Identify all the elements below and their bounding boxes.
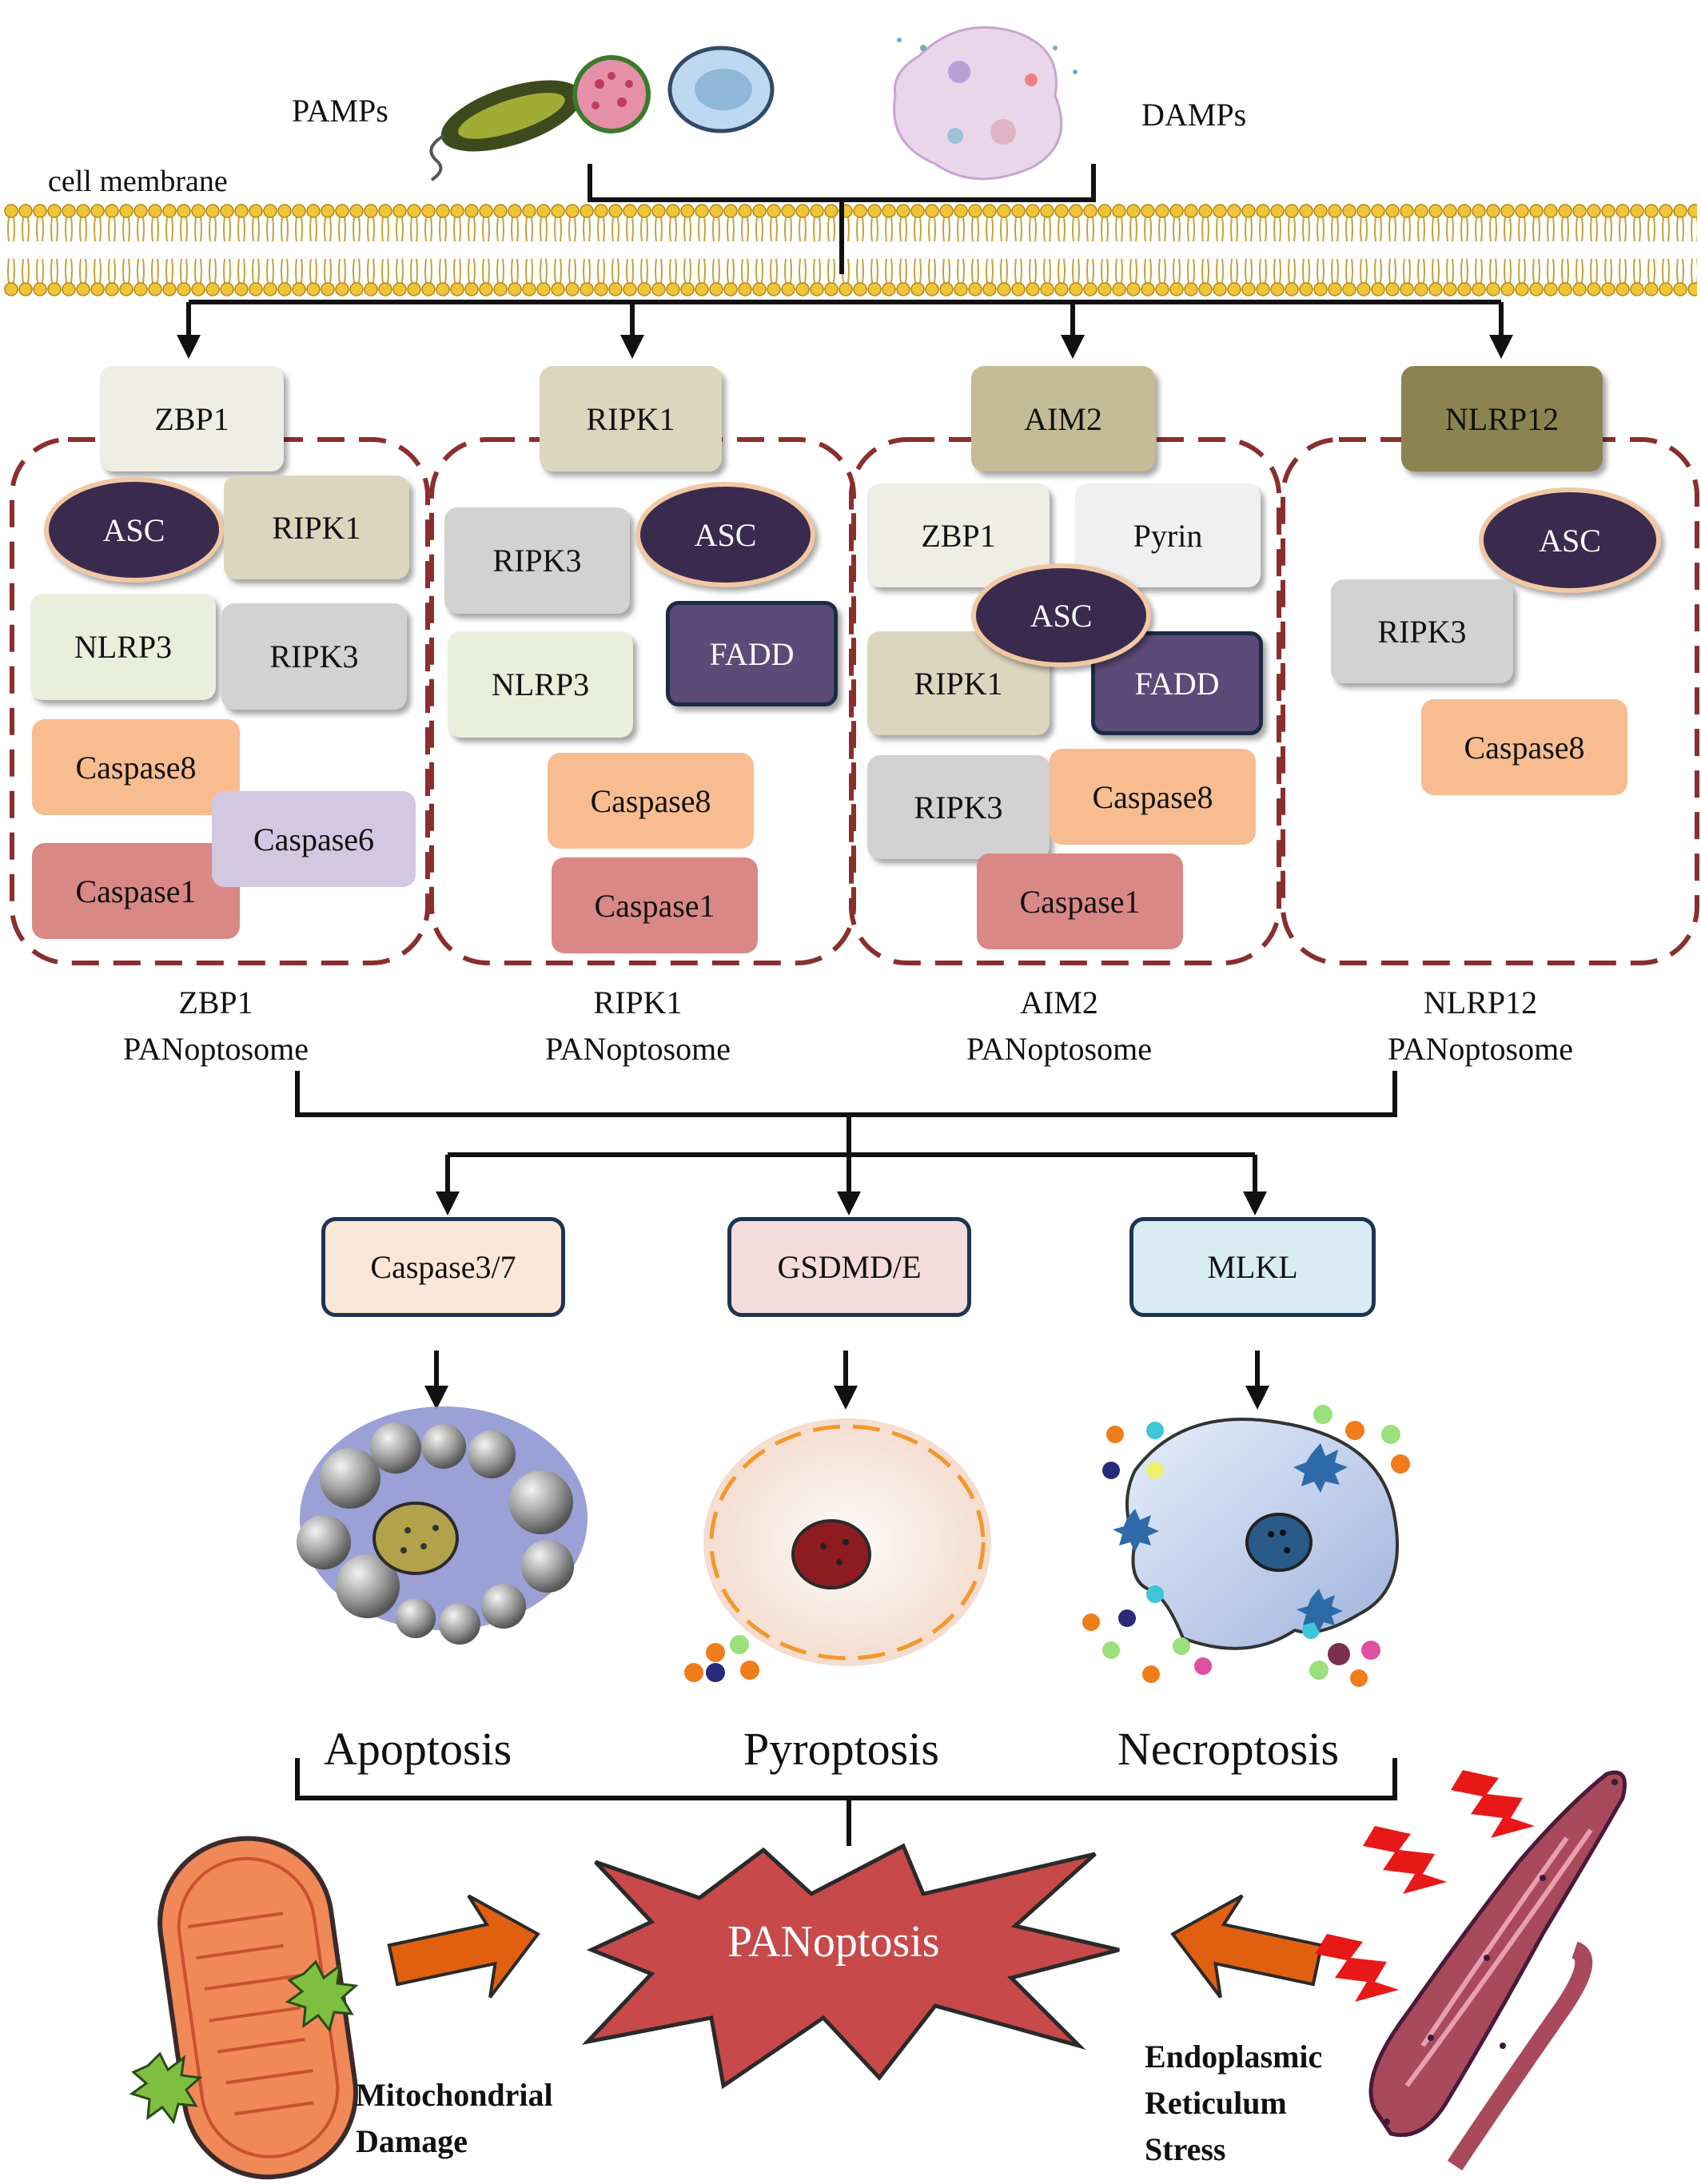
ripk1-sensor: RIPK1 <box>540 366 722 471</box>
fadd-node: FADD <box>666 601 838 706</box>
apoptotic-cell-illustration <box>297 1406 588 1645</box>
zbp1-panoptosome-caption: ZBP1 PANoptosome <box>56 980 376 1072</box>
caption-line-1: ZBP1 <box>178 985 253 1020</box>
asc-node: ASC <box>44 477 224 583</box>
caption-line-2: PANoptosome <box>123 1031 309 1067</box>
ripk3-node: RIPK3 <box>867 755 1050 859</box>
caspase8-node: Caspase8 <box>1050 749 1256 845</box>
mitochondria-arrow <box>387 1894 540 1999</box>
nlrp3-node: NLRP3 <box>30 594 216 700</box>
label-line: Mitochondrial <box>356 2077 553 2113</box>
fungus-cell-icon <box>667 46 775 133</box>
er-illustration <box>1315 1770 1627 2171</box>
cell-membrane-label: cell membrane <box>48 165 228 198</box>
pyroptotic-cell-illustration <box>684 1418 991 1682</box>
lightning-icon <box>1451 1770 1535 1838</box>
lightning-icon <box>1363 1826 1447 1894</box>
caspase1-node: Caspase1 <box>977 853 1183 949</box>
caption-line-1: AIM2 <box>1020 985 1098 1020</box>
asc-node: ASC <box>971 563 1151 667</box>
caption-line-2: PANoptosome <box>1388 1031 1573 1067</box>
nlrp12-sensor: NLRP12 <box>1401 366 1603 471</box>
label-line: Damage <box>356 2123 468 2159</box>
apoptosis-label: Apoptosis <box>324 1723 512 1775</box>
lightning-icon <box>1315 1934 1399 2002</box>
necroptotic-cell-illustration <box>1082 1405 1410 1687</box>
panoptosis-star <box>581 1843 1120 2090</box>
asc-node: ASC <box>1479 487 1661 593</box>
gsdmd-e-box: GSDMD/E <box>727 1217 971 1317</box>
bacterium-icon <box>429 80 583 181</box>
pyroptosis-label: Pyroptosis <box>743 1723 939 1775</box>
caption-line-1: RIPK1 <box>593 985 683 1020</box>
caption-line-2: PANoptosome <box>966 1031 1152 1067</box>
ripk3-node: RIPK3 <box>1331 579 1513 683</box>
er-arrow <box>1170 1894 1324 1999</box>
asc-node: ASC <box>635 482 815 587</box>
caspase1-node: Caspase1 <box>552 857 758 953</box>
virus-icon <box>572 55 651 133</box>
er-stress-label: Endoplasmic Reticulum Stress <box>1145 2034 1322 2173</box>
caspase6-node: Caspase6 <box>212 791 416 887</box>
ripk3-node: RIPK3 <box>221 603 407 710</box>
caspase8-node: Caspase8 <box>32 719 240 815</box>
caption-line-1: NLRP12 <box>1423 985 1538 1020</box>
caspase1-node: Caspase1 <box>32 843 240 939</box>
label-line: Reticulum <box>1145 2085 1287 2121</box>
caption-line-2: PANoptosome <box>545 1031 731 1067</box>
cell-membrane <box>4 204 1697 296</box>
pamps-label: PAMPs <box>292 93 388 129</box>
aim2-sensor: AIM2 <box>971 366 1155 471</box>
caspase8-node: Caspase8 <box>1421 699 1627 795</box>
ripk1-panoptosome-caption: RIPK1 PANoptosome <box>478 980 798 1072</box>
zbp1-sensor: ZBP1 <box>100 366 284 471</box>
damaged-cell-icon <box>893 26 1078 181</box>
damps-label: DAMPs <box>1141 97 1247 133</box>
caspase3-7-box: Caspase3/7 <box>321 1217 565 1317</box>
necroptosis-label: Necroptosis <box>1117 1723 1340 1775</box>
mitochondrion-illustration <box>129 1836 359 2180</box>
aim2-panoptosome-caption: AIM2 PANoptosome <box>899 980 1219 1072</box>
mitochondrial-damage-label: Mitochondrial Damage <box>356 2072 553 2165</box>
zbp1-node: ZBP1 <box>867 483 1050 587</box>
ripk3-node: RIPK3 <box>444 507 630 614</box>
label-line: Stress <box>1145 2131 1226 2167</box>
aim2-frame <box>849 437 1281 965</box>
caspase8-node: Caspase8 <box>548 753 754 849</box>
mlkl-box: MLKL <box>1129 1217 1376 1317</box>
ripk1-node: RIPK1 <box>224 475 409 579</box>
label-line: Endoplasmic <box>1145 2039 1323 2075</box>
panoptosis-label: PANoptosis <box>727 1917 940 1967</box>
nlrp12-panoptosome-caption: NLRP12 PANoptosome <box>1321 980 1640 1072</box>
nlrp3-node: NLRP3 <box>448 631 633 738</box>
